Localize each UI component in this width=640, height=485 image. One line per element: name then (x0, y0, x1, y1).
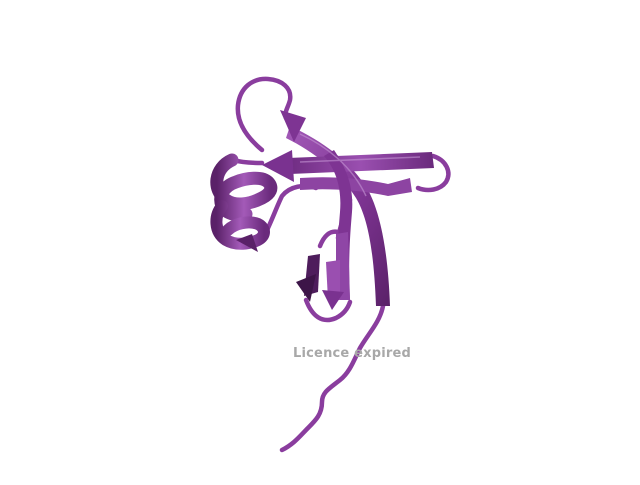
beta-strand-small (296, 254, 344, 310)
alpha-helix (210, 153, 278, 252)
licence-watermark: Licence expired (293, 346, 412, 361)
ribbon-highlights (299, 133, 421, 197)
